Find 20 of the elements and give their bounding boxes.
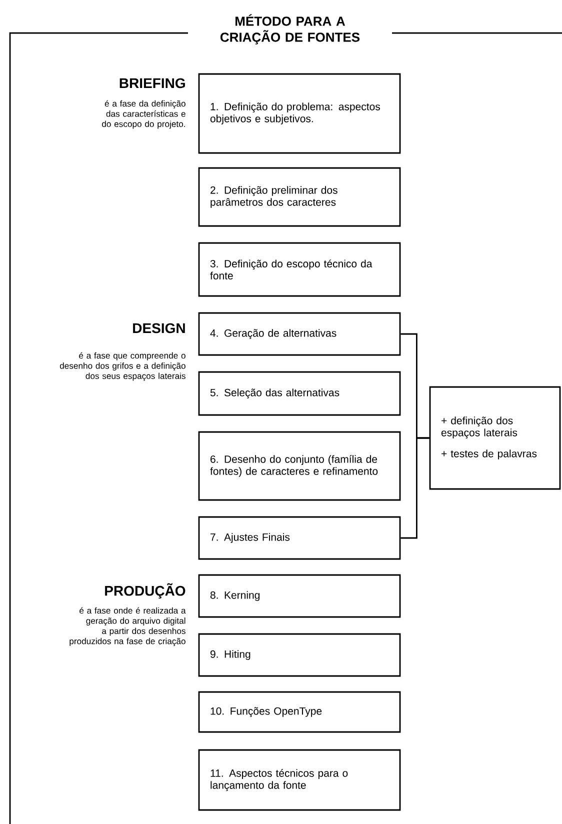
step-box: 1. Definição do problema: aspectos objetivos e subjetivos. bbox=[198, 73, 401, 154]
note-box: + definição dos espaços laterais + testes de palavras bbox=[429, 386, 561, 490]
phase-description: é a fase que compreende o desenho dos grifos e a definição dos seus espaços laterais bbox=[60, 352, 186, 381]
title: MÉTODO PARA A CRIAÇÃO DE FONTES bbox=[220, 14, 360, 44]
step-box: 5. Seleção das alternativas bbox=[198, 371, 401, 416]
phase-heading: BRIEFING bbox=[120, 78, 185, 88]
bracket-line bbox=[400, 437, 430, 539]
step-box: 8. Kerning bbox=[198, 574, 401, 618]
phase-description: é a fase onde é realizada a geração do arquivo digital a partir dos desenhos produzidos na fase de criação bbox=[70, 607, 186, 646]
step-box: 2. Definição preliminar dos parâmetros dos caracteres bbox=[198, 167, 401, 227]
step-box: 6. Desenho do conjunto (família de fontes) de caracteres e refinamento bbox=[198, 431, 401, 501]
step-box: 3. Definição do escopo técnico da fonte bbox=[198, 242, 401, 297]
step-box: 4. Geração de alternativas bbox=[198, 312, 401, 356]
step-box: 10. Funções OpenType bbox=[198, 691, 401, 733]
phase-heading: PRODUÇÃO bbox=[105, 583, 186, 599]
phase-heading: DESIGN bbox=[133, 323, 185, 334]
step-box: 7. Ajustes Finais bbox=[198, 516, 401, 560]
step-box: 11. Aspectos técnicos para o lançamento da fonte bbox=[198, 749, 401, 811]
step-box: 9. Hiting bbox=[198, 633, 401, 677]
phase-description: é a fase da definição das características e do escopo do projeto. bbox=[102, 100, 186, 129]
